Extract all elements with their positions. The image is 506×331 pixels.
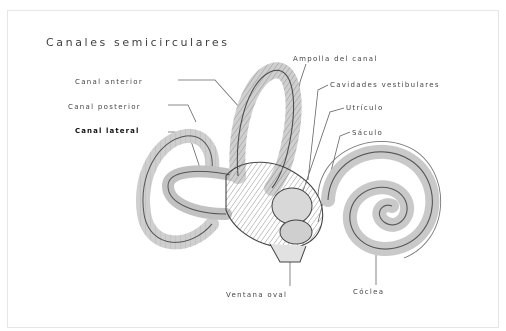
cochlea-drawing — [318, 141, 441, 258]
posterior-canal-drawing — [143, 136, 212, 243]
